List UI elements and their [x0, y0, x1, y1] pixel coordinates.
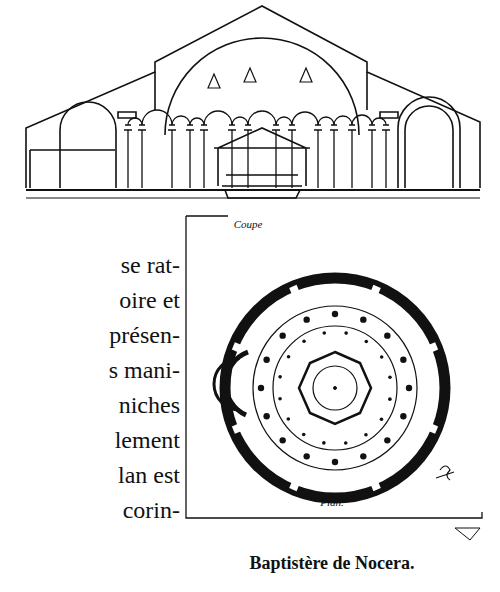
column-dot [384, 437, 390, 443]
section-drawing [26, 6, 480, 198]
niche [232, 423, 242, 433]
niche [428, 423, 438, 433]
column-dot [258, 385, 264, 391]
column [368, 125, 376, 188]
column-dot [263, 356, 269, 362]
column-dot [400, 413, 406, 419]
body-text-fragment: lan est [118, 462, 180, 489]
plan-drawing [186, 216, 482, 540]
body-text-fragment: s mani- [109, 357, 180, 384]
column-row [124, 110, 390, 188]
niche [232, 342, 242, 352]
arch [334, 116, 352, 125]
body-text-fragment: lement [115, 427, 180, 454]
column-dot [360, 453, 366, 459]
column [244, 125, 252, 188]
column-dot [279, 332, 285, 338]
column-dot [303, 453, 309, 459]
arch [276, 117, 292, 125]
column [382, 125, 390, 188]
column [186, 125, 194, 188]
arch [204, 111, 232, 125]
body-text-fragment: oire et [119, 287, 180, 314]
column-dot [303, 316, 309, 322]
column [200, 125, 208, 188]
column-dot [322, 331, 326, 335]
column [330, 125, 338, 188]
niche [289, 285, 299, 295]
body-text-fragment: corin- [123, 497, 180, 524]
arch [190, 118, 204, 125]
column [314, 125, 322, 188]
column-dot [364, 340, 368, 344]
column [348, 125, 356, 188]
column-dot [279, 437, 285, 443]
column-dot [388, 397, 392, 401]
column [168, 125, 176, 188]
body-text-fragment: niches [119, 392, 180, 419]
body-text-fragment: présen- [109, 322, 180, 349]
column-dot [388, 375, 392, 379]
column-dot [332, 459, 338, 465]
figure-caption: Baptistère de Nocera. [249, 553, 414, 574]
niche [289, 481, 299, 491]
column-dot [360, 316, 366, 322]
column-dot [380, 355, 384, 359]
arch [232, 117, 248, 125]
column [228, 125, 236, 188]
arch [128, 118, 142, 125]
arch [142, 110, 172, 125]
arch [248, 111, 276, 125]
arch [318, 117, 334, 125]
column-dot [364, 433, 368, 437]
column-dot [380, 417, 384, 421]
column-dot [287, 355, 291, 359]
column-dot [406, 385, 412, 391]
view-label: Plan. [320, 496, 344, 508]
arch [172, 116, 190, 125]
column-dot [278, 397, 282, 401]
arch [352, 115, 372, 125]
column-dot [302, 433, 306, 437]
niche [428, 342, 438, 352]
view-label: Coupe [234, 218, 263, 230]
column [272, 125, 280, 188]
niche [370, 285, 380, 295]
column-dot [322, 441, 326, 445]
column [138, 125, 146, 188]
column-dot [384, 332, 390, 338]
column-dot [278, 375, 282, 379]
column-dot [263, 413, 269, 419]
column-dot [344, 331, 348, 335]
body-text-fragment: se rat- [121, 252, 180, 279]
column-dot [302, 340, 306, 344]
column-dot [287, 417, 291, 421]
column-dot [344, 441, 348, 445]
column [288, 125, 296, 188]
column-dot [332, 311, 338, 317]
arch [372, 118, 386, 125]
column [124, 125, 132, 188]
niche [370, 481, 380, 491]
column-dot [400, 356, 406, 362]
arch [292, 112, 318, 125]
